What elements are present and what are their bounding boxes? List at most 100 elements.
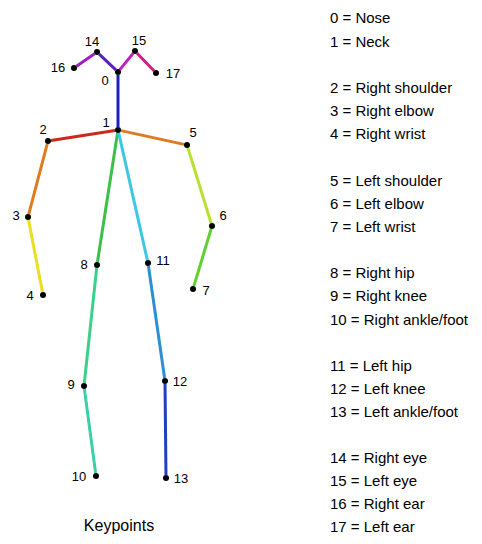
legend-line-box: 2 = Right shoulder [330, 79, 452, 97]
keypoint-number-box: 7 [202, 281, 209, 299]
keypoint-name: 4 = Right wrist [330, 125, 425, 142]
keypoint-number: 5 [189, 125, 196, 140]
keypoint-number: 15 [132, 33, 146, 48]
keypoint-name: 13 = Left ankle/foot [330, 403, 458, 420]
legend-line-box: 3 = Right elbow [330, 102, 434, 120]
keypoint-number-box: 1 [102, 113, 109, 131]
keypoint-dot: 0 [115, 69, 121, 75]
keypoint-name: 0 = Nose [330, 9, 390, 26]
keypoint-number-box: 13 [174, 469, 188, 487]
keypoint-number-box: 17 [166, 64, 180, 82]
limb-line [148, 266, 164, 378]
keypoint-dot: 9 [81, 383, 87, 389]
legend-line-box: 15 = Left eye [330, 472, 417, 490]
keypoint-number: 8 [80, 257, 87, 272]
keypoint-name: 1 = Neck [330, 33, 390, 50]
keypoint-number: 16 [51, 60, 65, 75]
keypoint-number-box: 9 [67, 375, 74, 393]
keypoint-number-box: 11 [156, 251, 170, 269]
keypoint-name: 6 = Left elbow [330, 195, 424, 212]
keypoint-number: 0 [101, 73, 108, 88]
keypoint-number-box: 14 [85, 32, 99, 50]
keypoint-dot: 3 [25, 214, 31, 220]
legend-line-box: 12 = Left knee [330, 380, 426, 398]
legend-line-box: 17 = Left ear [330, 518, 415, 536]
keypoint-name: 3 = Right elbow [330, 102, 434, 119]
keypoint-dot: 8 [94, 262, 100, 268]
limb-line [99, 54, 116, 70]
keypoint-number: 7 [202, 283, 209, 298]
keypoint-number-box: 15 [132, 31, 146, 49]
keypoint-name: 17 = Left ear [330, 518, 415, 535]
limb-line [117, 75, 120, 127]
limb-line [29, 144, 47, 214]
keypoint-dot: 4 [40, 292, 46, 298]
keypoint-number-box: 3 [12, 206, 19, 224]
keypoint-number: 13 [174, 471, 188, 486]
limb-line [121, 131, 184, 145]
keypoint-number-box: 10 [72, 467, 86, 485]
legend-line-box: 9 = Right knee [330, 287, 427, 305]
legend-line-box: 4 = Right wrist [330, 125, 425, 143]
keypoint-dot: 13 [163, 475, 169, 481]
limb-line [194, 229, 211, 286]
keypoint-name: 8 = Right hip [330, 264, 415, 281]
keypoint-name: 5 = Left shoulder [330, 172, 442, 189]
keypoint-dot: 12 [162, 378, 168, 384]
keypoint-name: 10 = Right ankle/foot [330, 311, 468, 328]
legend-line-box: 16 = Right ear [330, 495, 425, 513]
limb-line [120, 53, 133, 69]
legend-line-box: 10 = Right ankle/foot [330, 311, 468, 329]
limb-line [188, 148, 211, 223]
keypoint-dot: 5 [184, 142, 190, 148]
keypoint-dot: 17 [153, 70, 159, 76]
keypoint-number-box: 0 [101, 71, 108, 89]
keypoint-number-box: 2 [39, 120, 46, 138]
limb-line [137, 53, 154, 71]
keypoint-name: 7 = Left wrist [330, 218, 415, 235]
limb-line [84, 389, 95, 473]
keypoint-number: 9 [67, 377, 74, 392]
keypoint-dot: 16 [71, 65, 77, 71]
legend-line-box: 1 = Neck [330, 33, 390, 51]
keypoint-dot: 6 [209, 223, 215, 229]
keypoint-dot: 7 [190, 286, 196, 292]
keypoint-number-box: 12 [173, 372, 187, 390]
keypoint-name: 11 = Left hip [330, 357, 412, 374]
keypoint-name: 12 = Left knee [330, 380, 426, 397]
keypoint-number-box: 6 [219, 206, 226, 224]
legend-line-box: 0 = Nose [330, 9, 390, 27]
legend-line-box: 8 = Right hip [330, 264, 415, 282]
limb-line [119, 133, 148, 260]
keypoint-number: 4 [26, 288, 33, 303]
legend-line-box: 13 = Left ankle/foot [330, 403, 458, 421]
limb-line [76, 54, 94, 67]
limb-line [51, 130, 115, 140]
limb-line [97, 133, 117, 262]
legend-line-box: 7 = Left wrist [330, 218, 415, 236]
keypoint-number: 17 [166, 66, 180, 81]
legend-line-box: 14 = Right eye [330, 449, 427, 467]
keypoint-number-box: 5 [189, 123, 196, 141]
keypoint-number: 11 [156, 253, 170, 268]
keypoint-number: 12 [173, 374, 187, 389]
keypoint-name: 15 = Left eye [330, 472, 417, 489]
limb-line [164, 384, 168, 475]
keypoint-number: 6 [219, 208, 226, 223]
keypoint-dot: 11 [145, 260, 151, 266]
legend-line-box: 6 = Left elbow [330, 195, 424, 213]
keypoint-name: 2 = Right shoulder [330, 79, 452, 96]
keypoint-dot: 15 [132, 48, 138, 54]
keypoint-number: 14 [85, 34, 99, 49]
limb-line [84, 268, 96, 383]
keypoint-dot: 10 [93, 473, 99, 479]
keypoint-name: 14 = Right eye [330, 449, 427, 466]
keypoint-number: 3 [12, 208, 19, 223]
keypoint-number: 1 [102, 115, 109, 130]
limb-line [29, 220, 43, 292]
keypoint-name: 9 = Right knee [330, 287, 427, 304]
keypoint-dot: 1 [115, 127, 121, 133]
keypoint-number-box: 8 [80, 255, 87, 273]
caption: Keypoints [84, 517, 154, 534]
